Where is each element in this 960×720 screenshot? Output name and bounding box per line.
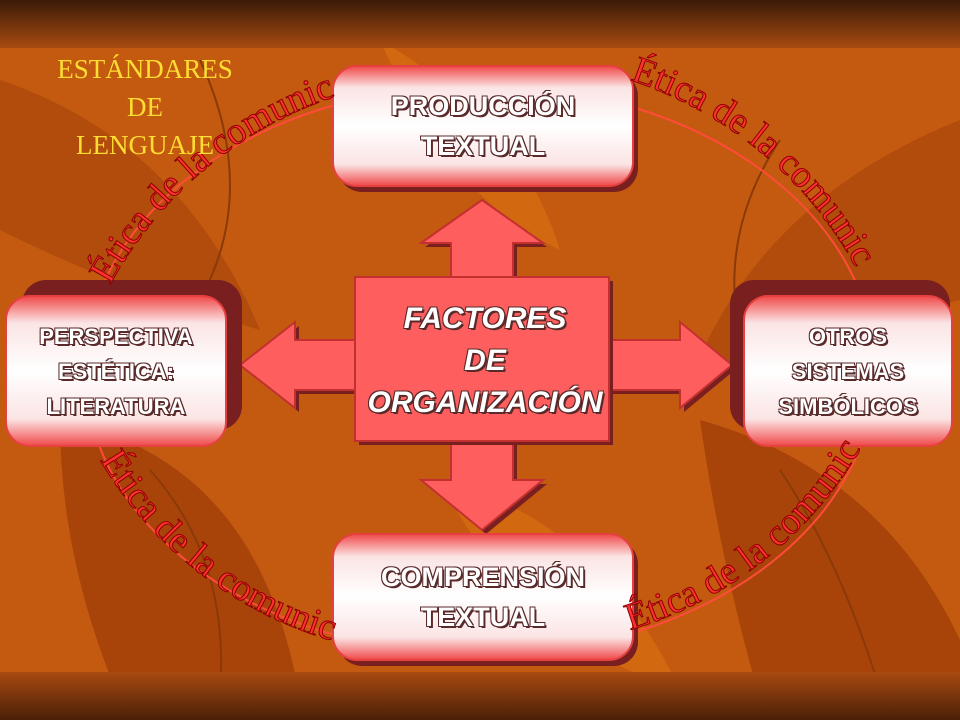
node-perspectiva-estetica: PERSPECTIVA ESTÉTICA: LITERATURA [6,311,226,431]
slide-title-line1: ESTÁNDARES [57,54,233,84]
node-comprension-textual: COMPRENSIÓN TEXTUAL [333,555,633,639]
slide-title-line2: DE [127,92,163,122]
node-right-line3: SIMBÓLICOS [778,393,918,419]
node-right-line1: OTROS [808,323,888,349]
slide-title-line3: LENGUAJE [76,130,214,160]
node-boxes [5,65,953,666]
node-factores-organizacion: FACTORES DE ORGANIZACIÓN [355,296,615,426]
cross-arrows [238,198,736,534]
node-bottom-line1: COMPRENSIÓN [380,562,586,592]
node-top-line1: PRODUCCIÓN [390,91,576,121]
node-produccion-textual: PRODUCCIÓN TEXTUAL [333,84,633,168]
node-right-line2: SISTEMAS [791,358,905,384]
node-left-line2: ESTÉTICA: [57,358,175,384]
node-left-line3: LITERATURA [46,393,186,419]
node-top-line2: TEXTUAL [420,131,546,161]
node-center-line2: DE [464,344,506,377]
node-left-line1: PERSPECTIVA [39,323,193,349]
node-center-line3: ORGANIZACIÓN [367,386,603,419]
slide-title: ESTÁNDARES DE LENGUAJE [30,50,260,164]
node-otros-sistemas: OTROS SISTEMAS SIMBÓLICOS [744,311,952,431]
node-bottom-line2: TEXTUAL [420,602,546,632]
node-center-line1: FACTORES [403,302,567,335]
